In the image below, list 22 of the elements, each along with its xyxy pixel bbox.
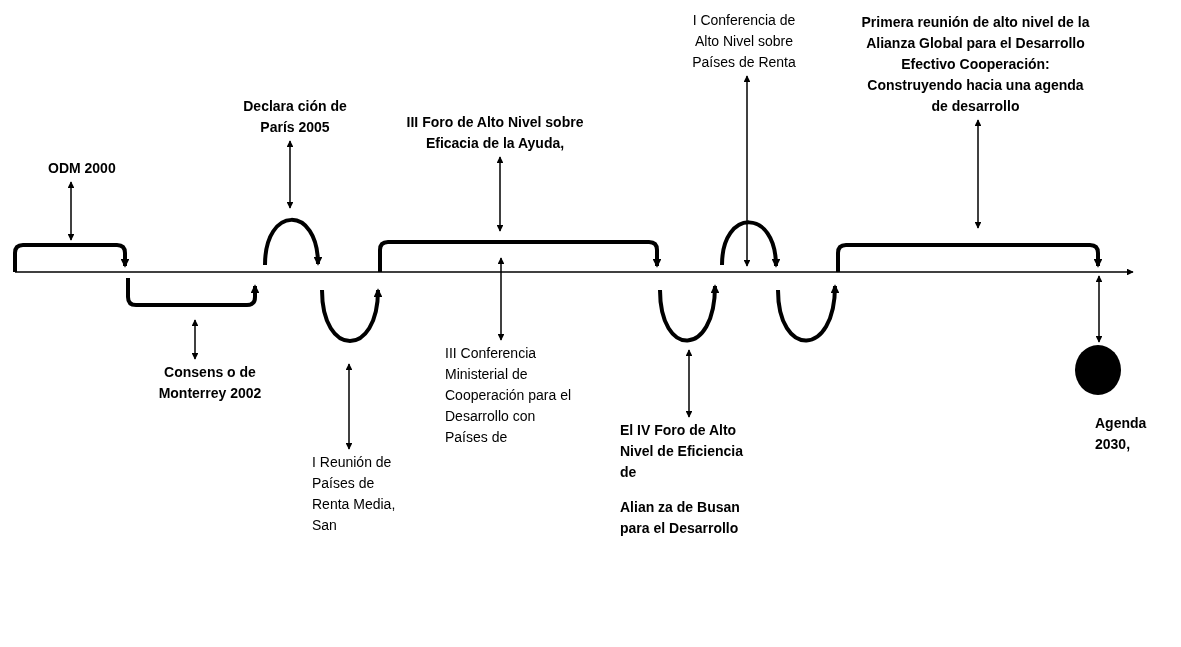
double-arrow bbox=[191, 319, 199, 360]
double-arrow bbox=[286, 140, 294, 209]
event-label: Alian za de Busan para el Desarrollo bbox=[620, 498, 741, 538]
event-label: El IV Foro de Alto Nivel de Eficiencia de bbox=[620, 421, 744, 482]
milestone-dot bbox=[1075, 345, 1121, 395]
event-label: Declara ción de París 2005 bbox=[230, 96, 360, 138]
event-label: Consens o de Monterrey 2002 bbox=[140, 362, 280, 404]
double-arrow bbox=[743, 75, 751, 267]
double-arrow bbox=[497, 257, 505, 341]
double-arrow bbox=[974, 119, 982, 229]
double-arrow bbox=[1095, 275, 1103, 343]
event-label: III Foro de Alto Nivel sobre Eficacia de la Ayuda, bbox=[395, 112, 595, 154]
event-label: I Reunión de Países de Renta Media, San bbox=[312, 452, 412, 536]
event-label: I Conferencia de Alto Nivel sobre Países de Renta bbox=[688, 10, 800, 73]
event-label: ODM 2000 bbox=[48, 158, 158, 179]
double-arrow bbox=[67, 181, 75, 241]
event-label: Primera reunión de alto nivel de la Alianza Global para el Desarrollo Efectivo Cooperación: Construyendo hacia una agenda de desarrollo bbox=[858, 12, 1093, 117]
double-arrow bbox=[345, 363, 353, 450]
event-label: III Conferencia Ministerial de Cooperación para el Desarrollo con Países de bbox=[445, 343, 580, 448]
double-arrow bbox=[496, 156, 504, 232]
event-label: Agenda 2030, bbox=[1095, 414, 1148, 454]
double-arrow bbox=[685, 349, 693, 418]
